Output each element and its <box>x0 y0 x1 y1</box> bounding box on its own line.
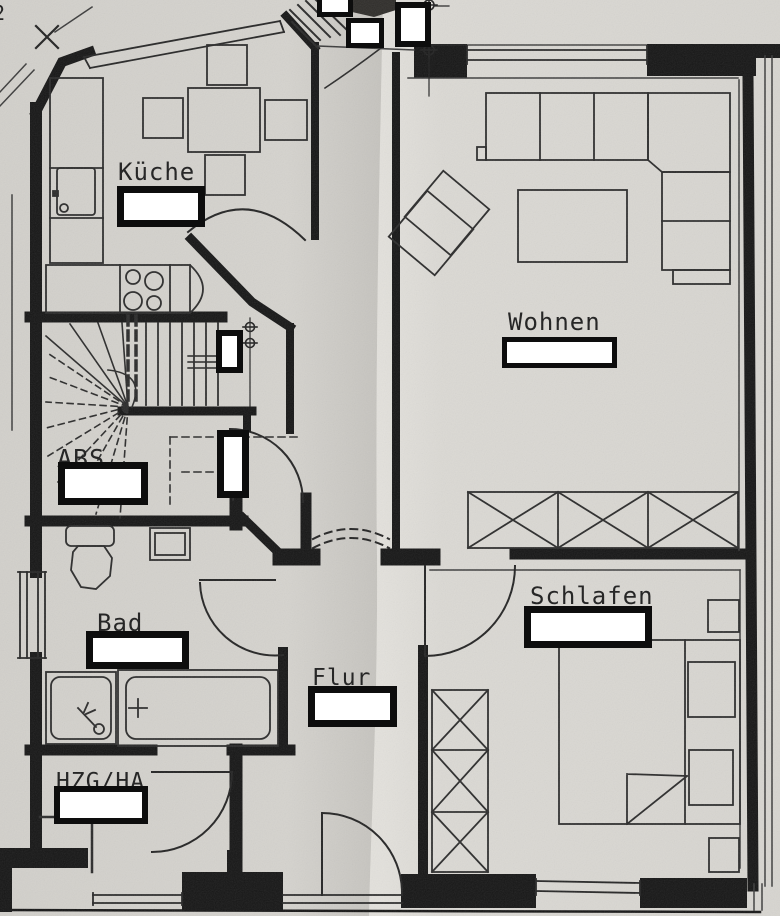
redaction-box-stairs-upper <box>216 330 243 373</box>
redaction-box-top-1 <box>317 0 353 17</box>
redaction-box-top-3 <box>395 2 431 47</box>
redaction-box-kueche <box>117 186 205 227</box>
redaction-box-abs <box>58 462 148 505</box>
redaction-box-schlafen <box>524 606 652 648</box>
redaction-box-stairs-lower <box>217 430 249 498</box>
redaction-box-top-2 <box>346 18 384 48</box>
redaction-box-wohnen <box>502 337 617 368</box>
redaction-box-flur <box>308 686 397 727</box>
redaction-box-bad <box>86 631 189 669</box>
redaction-box-hzg-ha <box>54 786 148 824</box>
redaction-boxes <box>54 0 652 824</box>
